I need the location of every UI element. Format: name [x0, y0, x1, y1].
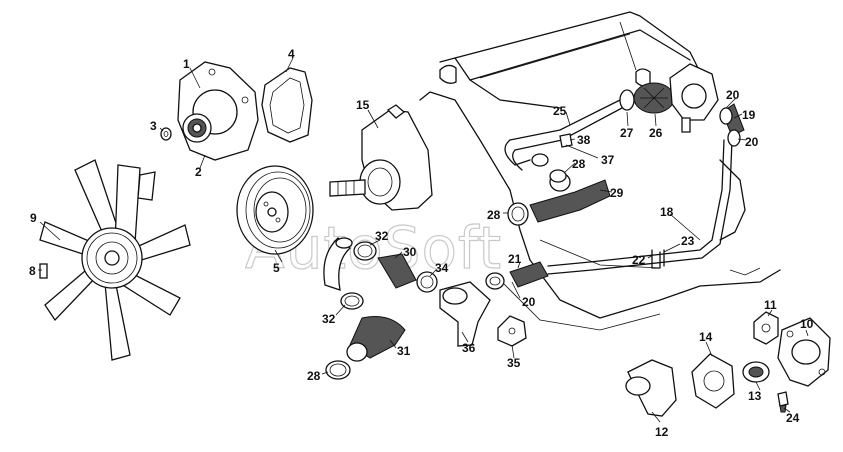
- callout-1: 1: [183, 57, 190, 71]
- callout-2: 2: [195, 165, 202, 179]
- clamp-34: [416, 271, 438, 293]
- callout-21: 21: [508, 252, 522, 266]
- callout-20b: 20: [726, 88, 740, 102]
- thermostat-housing-lower: [777, 317, 831, 387]
- leader-lines: [38, 57, 809, 423]
- callout-28c: 28: [572, 157, 586, 171]
- water-pump: [177, 61, 259, 161]
- fan-bolt: [39, 263, 48, 279]
- callout-10: 10: [800, 317, 814, 331]
- callout-22: 22: [632, 253, 646, 267]
- callout-19: 19: [742, 108, 756, 122]
- clamp-28-lower: [325, 360, 351, 380]
- callout-3: 3: [150, 119, 157, 133]
- callout-28b: 28: [487, 208, 501, 222]
- callout-31: 31: [397, 344, 411, 358]
- callout-35: 35: [507, 356, 521, 370]
- bracket-22-23: [651, 249, 665, 269]
- callout-12: 12: [655, 425, 669, 439]
- callout-20a: 20: [522, 295, 536, 309]
- cooling-fan: [39, 159, 191, 361]
- callout-23: 23: [681, 234, 695, 248]
- clamp-32b: [340, 292, 364, 310]
- engine-block: [419, 11, 781, 331]
- pump-housing: [329, 104, 433, 211]
- outlet-flange: [439, 281, 491, 347]
- callout-20c: 20: [745, 135, 759, 149]
- washer: [160, 127, 172, 141]
- thermostat-housing-upper: [669, 63, 719, 133]
- hose-31: [346, 316, 406, 362]
- callout-4: 4: [288, 47, 295, 61]
- callout-28a: 28: [307, 369, 321, 383]
- callout-24: 24: [786, 411, 800, 425]
- callout-5: 5: [273, 261, 280, 275]
- clamp-28-upper: [549, 169, 567, 183]
- callout-27: 27: [620, 126, 634, 140]
- long-pipe: [547, 139, 733, 275]
- hose-26: [633, 82, 675, 114]
- callout-29: 29: [610, 186, 624, 200]
- clamp-27: [619, 89, 635, 111]
- callout-30: 30: [403, 245, 417, 259]
- pump-gasket: [261, 67, 313, 143]
- callout-34: 34: [435, 261, 449, 275]
- clamp-21: [485, 272, 505, 290]
- hose-29: [529, 172, 611, 223]
- callout-9: 9: [30, 211, 37, 225]
- callout-13: 13: [748, 389, 762, 403]
- callout-8: 8: [29, 264, 36, 278]
- callout-32b: 32: [322, 312, 336, 326]
- callout-18: 18: [660, 205, 674, 219]
- callout-14: 14: [699, 330, 713, 344]
- hose-21: [509, 261, 549, 288]
- callout-26: 26: [649, 126, 663, 140]
- thermostat-gasket: [691, 353, 735, 409]
- callout-11: 11: [764, 298, 777, 312]
- pulley: [236, 165, 314, 255]
- callout-15: 15: [356, 98, 370, 112]
- callout-labels: 1 4 3 2 15 9 8 5 32 30 34 32 31 28 36 35…: [29, 47, 814, 439]
- flange-gasket: [497, 315, 527, 347]
- hose-30: [377, 253, 417, 289]
- callout-36: 36: [462, 341, 476, 355]
- callout-25: 25: [553, 104, 567, 118]
- clamp-32a: [353, 241, 377, 261]
- temperature-sensor: [777, 391, 789, 413]
- small-gasket: [753, 311, 779, 345]
- hose-upper-left: [323, 237, 353, 291]
- thermostat-cover: [625, 359, 677, 417]
- clamp-28-mid: [507, 202, 529, 226]
- callout-38: 38: [577, 133, 591, 147]
- thermostat: [742, 361, 770, 383]
- callout-37: 37: [601, 153, 615, 167]
- callout-32a: 32: [375, 229, 389, 243]
